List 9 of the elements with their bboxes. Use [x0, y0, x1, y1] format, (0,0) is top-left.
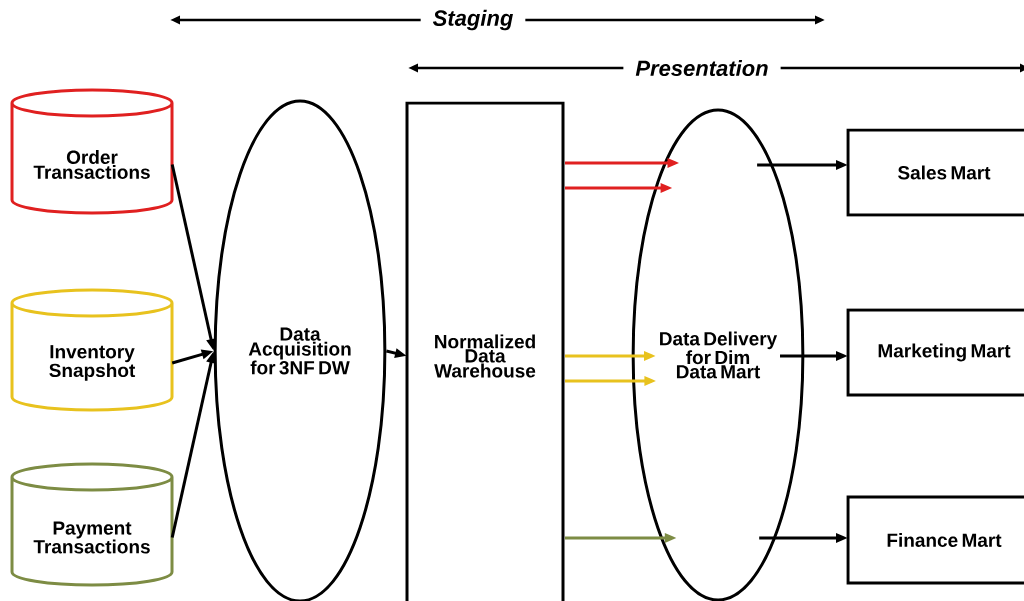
database-cylinder: Payment Transactions [10, 462, 174, 587]
span-label: Staging [420, 7, 526, 33]
database-cylinder: Order Transactions [10, 88, 174, 215]
database-cylinder: Inventory Snapshot [10, 288, 174, 412]
process-box: Finance Mart [846, 495, 1024, 585]
span-label: Presentation [623, 57, 781, 79]
process-box: Sales Mart [846, 128, 1024, 217]
process-box: Marketing Mart [846, 308, 1024, 397]
process-box: Normalized Data Warehouse [405, 101, 565, 601]
